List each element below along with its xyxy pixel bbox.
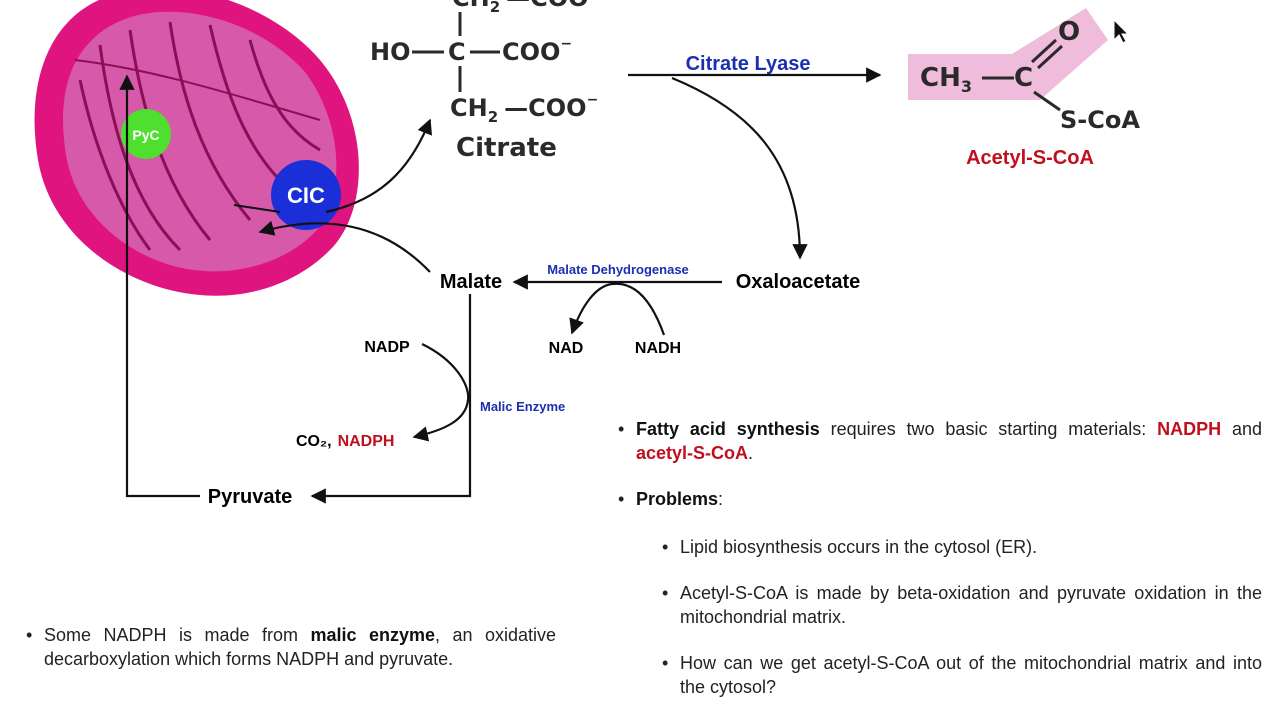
svg-text:S-CoA: S-CoA [1060,106,1140,134]
svg-text:COO−: COO− [502,36,572,66]
acetyl-highlight [908,8,1108,100]
acetyl-scoa-structure: CH3 C O S-CoA Acetyl-S-CoA [908,8,1140,169]
citrate-lyase-label: Citrate Lyase [686,53,811,75]
svg-text:CH2—COO−: CH2—COO− [450,92,598,126]
mitochondrion [34,0,359,296]
mouse-cursor-icon [1113,18,1130,44]
bullet-problems: Problems: [618,487,1262,511]
co2-nadph-label: CO₂,NADPH [296,433,394,450]
arrow-malic-enzyme [310,294,472,504]
cic-label: CIC [287,183,325,208]
svg-text:C: C [1014,63,1033,93]
citrate-structure: CH2—COO− HO C COO− CH2—COO− Citrate [370,0,600,163]
citrate-label: Citrate [456,133,557,163]
arrow-nadp-to-nadph [412,343,470,442]
svg-text:HO: HO [370,38,411,66]
nadh-label: NADH [635,340,681,357]
sub-bullet-question: How can we get acetyl-S-CoA out of the m… [618,651,1262,699]
left-note: Some NADPH is made from malic enzyme, an… [26,623,556,671]
acetyl-scoa-label: Acetyl-S-CoA [966,147,1094,169]
arrow-cic-to-citrate [325,118,432,214]
left-bullet: Some NADPH is made from malic enzyme, an… [26,623,556,671]
svg-text:C: C [448,38,466,66]
arrow-malate-to-cic [258,220,431,273]
pyruvate-label: Pyruvate [208,486,293,508]
oxaloacetate-label: Oxaloacetate [736,271,861,293]
arrow-pyruvate-to-mitochondrion [119,74,200,498]
arrow-to-oxaloacetate [671,76,808,260]
arrow-nadh-to-nad [569,282,666,336]
malic-enzyme-label: Malic Enzyme [480,399,565,414]
malate-dehydrogenase-label: Malate Dehydrogenase [547,262,689,277]
nadp-label: NADP [364,339,410,356]
cristae [74,21,321,252]
svg-text:CH2—COO−: CH2—COO− [452,0,600,16]
sub-bullet-acetyl: Acetyl-S-CoA is made by beta-oxidation a… [618,581,1262,629]
svg-text:O: O [1058,17,1080,47]
sub-bullet-lipid: Lipid biosynthesis occurs in the cytosol… [618,535,1262,559]
nad-label: NAD [549,340,584,357]
pyc-label: PyC [132,127,159,143]
bullet-fatty-acid: Fatty acid synthesis requires two basic … [618,417,1262,465]
malate-label: Malate [440,271,502,293]
pathway-arrows [119,67,882,504]
cic-inner-line [233,204,281,213]
svg-text:CH3: CH3 [920,63,972,96]
pyc-transporter: PyC [121,109,171,159]
cic-transporter: CIC [271,160,341,230]
right-notes: Fatty acid synthesis requires two basic … [618,417,1262,699]
